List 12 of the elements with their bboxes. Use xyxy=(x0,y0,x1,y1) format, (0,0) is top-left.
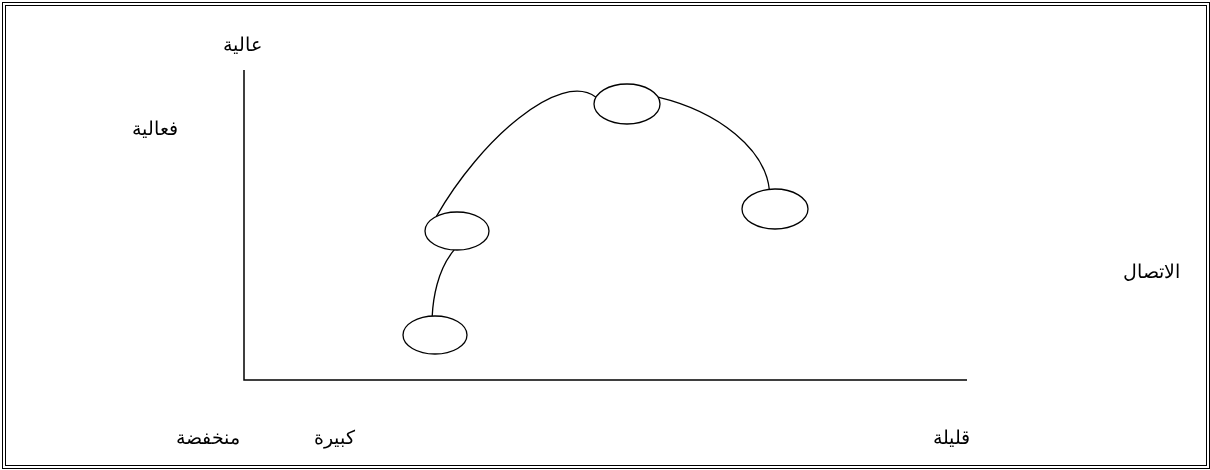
axis-label: قليلة xyxy=(933,427,970,449)
axis-label: عالية xyxy=(223,34,262,56)
ellipse-node xyxy=(593,83,661,125)
curve-line xyxy=(431,249,455,317)
axis-title: فعالية xyxy=(132,118,178,140)
ellipse-node xyxy=(424,211,490,251)
axis-label: كبيرة xyxy=(314,427,355,449)
axis-title: الاتصال xyxy=(1123,261,1180,283)
axis-label: منخفضة xyxy=(176,427,240,449)
ellipse-node xyxy=(741,188,809,230)
curve-line xyxy=(435,90,597,218)
ellipse-node xyxy=(402,315,468,355)
